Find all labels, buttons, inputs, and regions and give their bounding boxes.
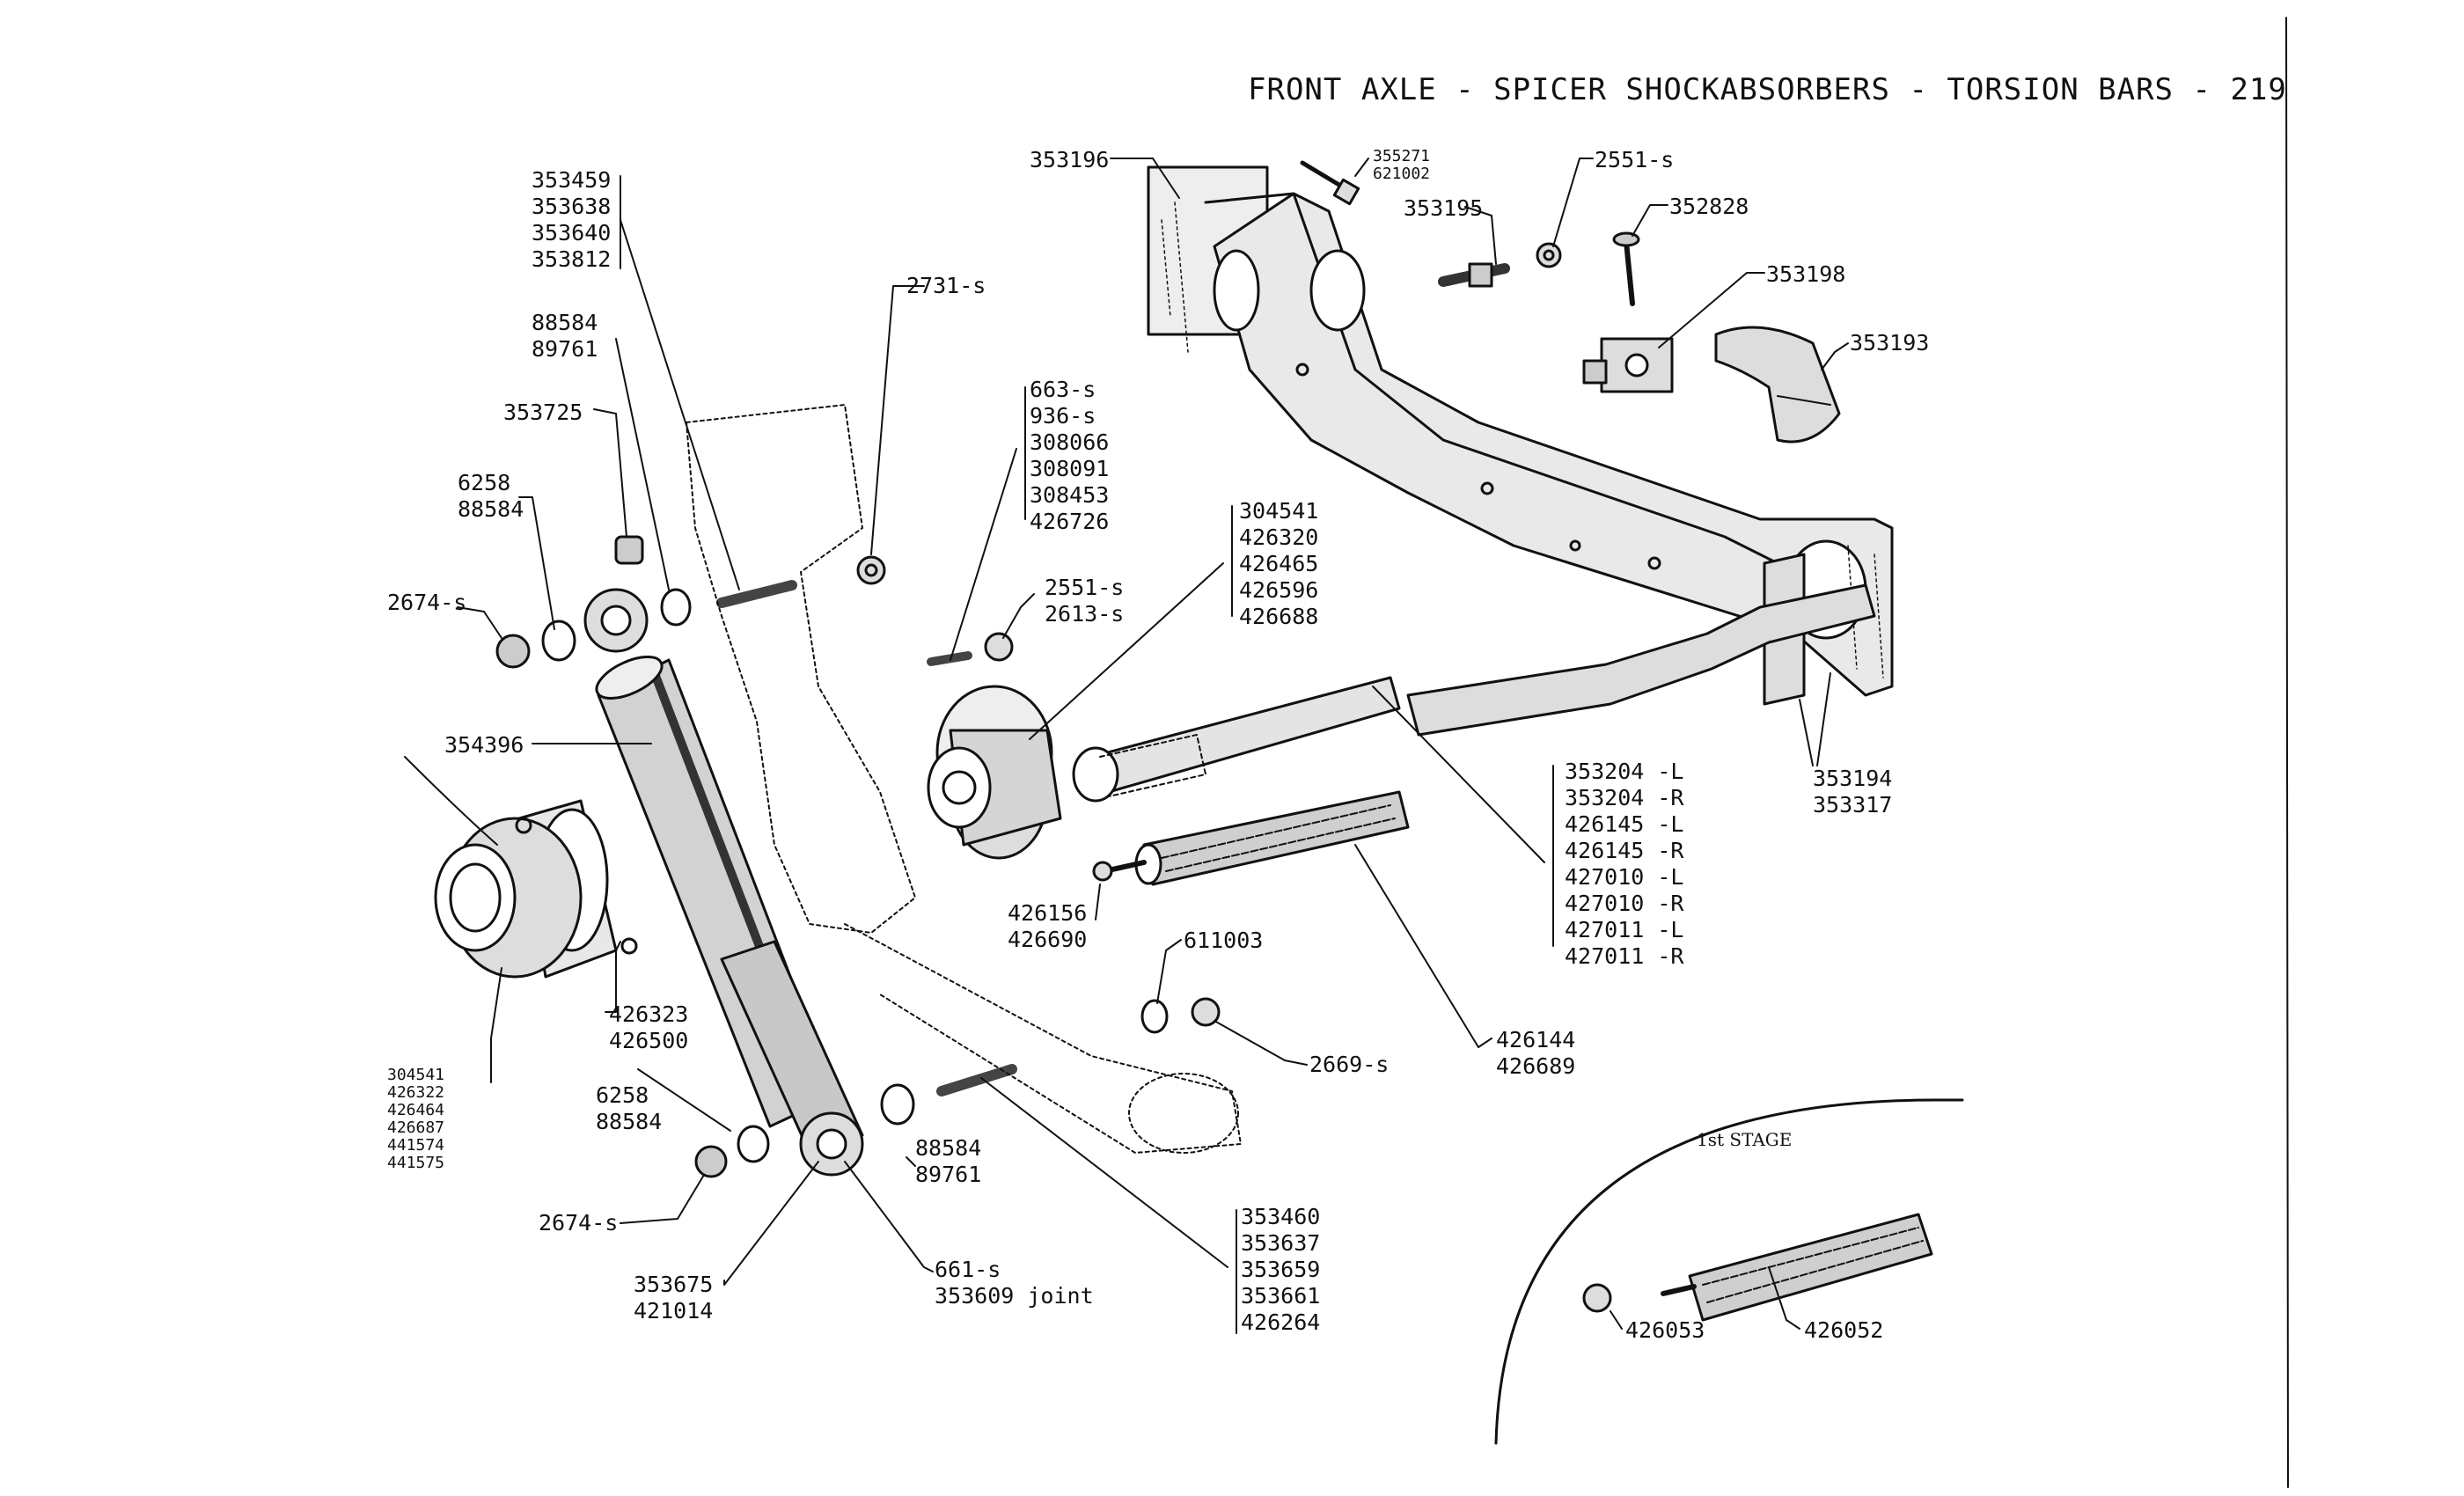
callout-354396: 354396	[444, 732, 524, 758]
page-number: 219	[2230, 72, 2287, 107]
bushing-353725	[614, 535, 644, 565]
bolt-353459	[716, 580, 797, 608]
nut-426053	[1582, 1283, 1612, 1313]
torsion-bar-426052	[1661, 1213, 1933, 1322]
callout-2669s: 2669-s	[1309, 1052, 1390, 1077]
callout-353196: 353196	[1030, 147, 1110, 172]
screw-352828	[1612, 231, 1640, 306]
lever-353193	[1714, 326, 1841, 444]
callout-663s: 663-s 936-s 308066 308091 308453 426726	[1030, 377, 1110, 534]
nut-2551s	[984, 632, 1014, 662]
flange-housing-left	[434, 799, 638, 979]
washer-88584-top	[660, 588, 692, 627]
torsion-bar-426144	[1092, 790, 1410, 886]
callout-353675: 353675 421014	[634, 1272, 714, 1324]
callout-353460-group: 353460 353637 353659 353661 426264	[1241, 1204, 1321, 1335]
callout-426323: 426323 426500	[609, 1001, 689, 1053]
callout-426053: 426053	[1625, 1317, 1705, 1343]
nut-2551s-top	[1536, 242, 1562, 268]
callout-353193: 353193	[1850, 330, 1930, 356]
callout-88584-89761-top: 88584 89761	[532, 310, 598, 362]
callout-426156: 426156 426690	[1008, 900, 1088, 952]
callout-353195: 353195	[1404, 195, 1484, 221]
shock-absorber-354396	[583, 588, 864, 1177]
callout-661s: 661-s 353609 joint	[935, 1257, 1094, 1309]
callout-353725: 353725	[503, 400, 583, 425]
callout-6258-88584-top: 6258 88584	[458, 470, 524, 522]
callout-426144: 426144 426689	[1496, 1027, 1576, 1079]
callout-353198: 353198	[1766, 261, 1846, 287]
stud-353460	[936, 1064, 1017, 1096]
callout-353194: 353194 353317	[1813, 766, 1893, 818]
callout-611003: 611003	[1184, 928, 1264, 953]
callout-2674s-bottom: 2674-s	[539, 1210, 619, 1236]
washer-88584-bottom	[880, 1083, 915, 1126]
callout-355271: 355271 621002	[1373, 147, 1431, 183]
leader-lines	[404, 158, 1849, 1334]
callout-6258-88584-bottom: 6258 88584	[596, 1082, 663, 1134]
callout-2551s-2613s: 2551-s 2613-s	[1045, 575, 1125, 627]
bolt-355271	[1300, 160, 1360, 206]
nut-2669s	[1191, 997, 1221, 1027]
page-header: FRONT AXLE - SPICER SHOCKABSORBERS - TOR…	[1248, 72, 2287, 107]
stud-353195	[1438, 262, 1510, 288]
block-353198	[1582, 337, 1674, 393]
callout-352828: 352828	[1669, 194, 1749, 219]
callout-2551s-top: 2551-s	[1595, 147, 1675, 172]
page-edge-line	[2285, 17, 2289, 1488]
bolt-663s	[927, 651, 972, 666]
callout-2674s-top: 2674-s	[387, 590, 467, 615]
washer-611003	[1140, 999, 1169, 1034]
washer-6258-top	[541, 620, 576, 662]
callout-2731s: 2731-s	[906, 273, 986, 298]
callout-88584-89761-bottom: 88584 89761	[915, 1135, 982, 1187]
nut-2674s-bottom	[694, 1145, 728, 1178]
washer-6258-bottom	[737, 1125, 770, 1163]
nut-2674s-top	[495, 634, 531, 669]
support-bracket-outline	[686, 404, 1242, 1154]
flange-housing-mid	[927, 685, 1062, 860]
callout-304541-left: 304541 426322 426464 426687 441574 44157…	[387, 1066, 445, 1172]
callout-353459: 353459 353638 353640 353812	[532, 167, 612, 272]
callout-304541-mid: 304541 426320 426465 426596 426688	[1239, 498, 1319, 629]
torsion-bar-long	[1072, 583, 1876, 803]
inset-frame	[1494, 1098, 1964, 1445]
nut-2731s	[856, 555, 886, 585]
inset-title: 1st STAGE	[1697, 1129, 1793, 1150]
page-title: FRONT AXLE - SPICER SHOCKABSORBERS - TOR…	[1248, 72, 2211, 107]
callout-353204-group: 353204 -L 353204 -R 426145 -L 426145 -R …	[1565, 759, 1684, 969]
callout-426052: 426052	[1804, 1317, 1884, 1343]
